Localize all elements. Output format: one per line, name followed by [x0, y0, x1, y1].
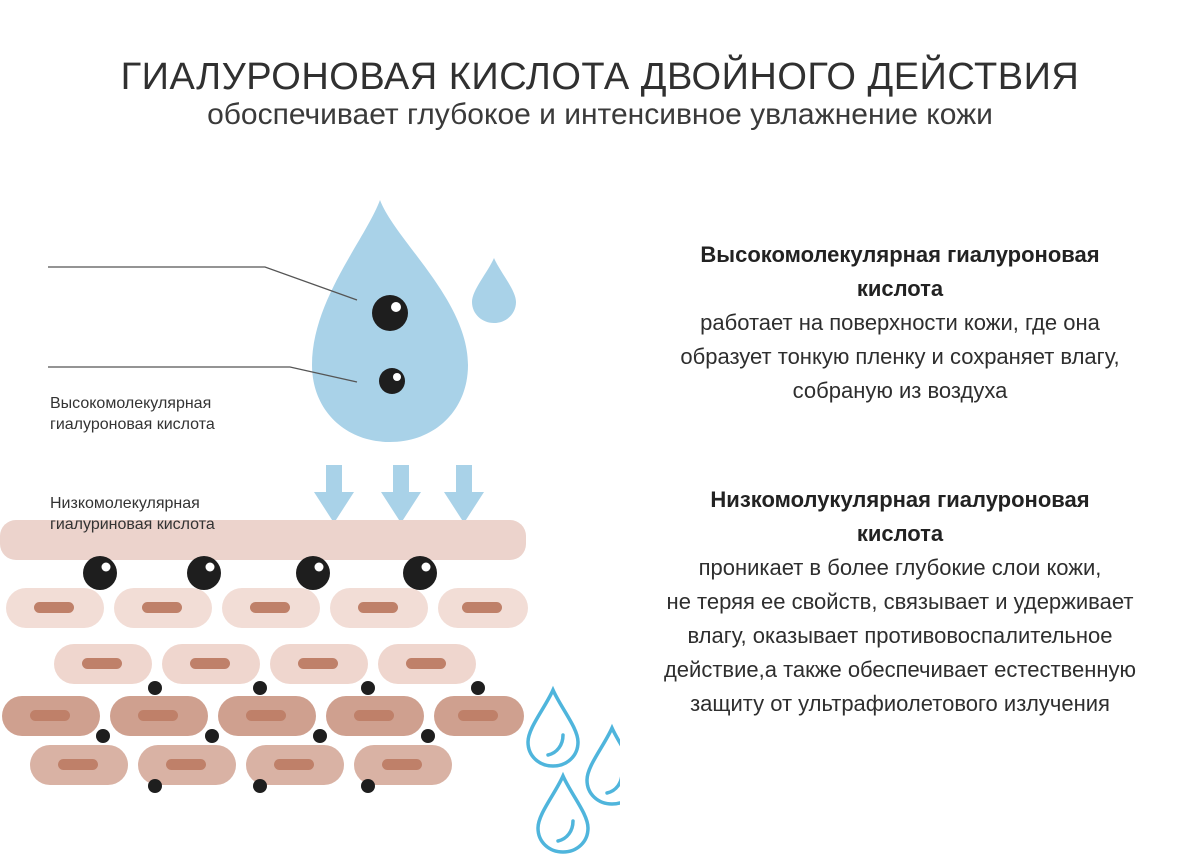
label-low-molecular: Низкомолекулярная гиалуриновая кислота	[50, 495, 215, 533]
high-molecular-molecule	[372, 295, 408, 331]
cell-row-2	[54, 644, 476, 684]
cell-row-1	[6, 588, 528, 628]
skin-diagram: Высокомолекулярная гиалуроновая кислота …	[0, 180, 620, 857]
leader-line-high	[48, 266, 358, 301]
deep-molecules	[96, 681, 485, 793]
surface-molecules	[83, 556, 437, 590]
leader-line-low	[48, 366, 358, 383]
skin-surface-layer	[0, 520, 526, 560]
label-high-molecular: Высокомолекулярная гиалуроновая кислота	[50, 395, 215, 433]
cell-row-3	[2, 696, 524, 736]
outline-water-drops	[526, 685, 620, 854]
cell-row-4	[30, 745, 452, 785]
arrow-1	[314, 465, 354, 523]
page-title: ГИАЛУРОНОВАЯ КИСЛОТА ДВОЙНОГО ДЕЙСТВИЯ	[120, 56, 1080, 98]
arrow-2	[381, 465, 421, 523]
skin-diagram-svg	[0, 200, 620, 854]
page-subtitle: обоспечивает глубокое и интенсивное увла…	[207, 98, 993, 131]
small-water-drop	[472, 258, 516, 323]
low-molecular-molecule	[379, 368, 405, 394]
description-low-molecular: Низкомолукулярная гиалуроновая кислота п…	[663, 487, 1137, 716]
description-high-molecular: Высокомолекулярная гиалуроновая кислота …	[680, 242, 1120, 403]
arrow-3	[444, 465, 484, 523]
